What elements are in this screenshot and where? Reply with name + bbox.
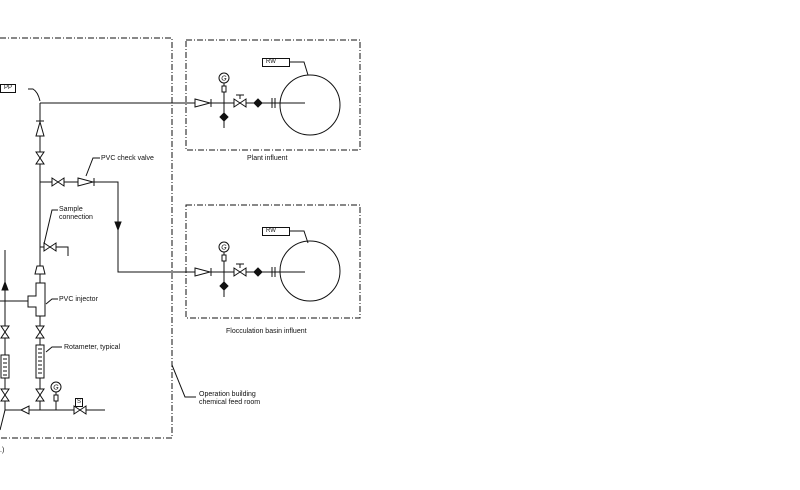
valve-icon bbox=[51, 177, 65, 187]
reducer-icon bbox=[34, 265, 46, 275]
sample-leader bbox=[43, 209, 58, 245]
ball-valve-icon bbox=[253, 267, 263, 277]
operation-building-label-2: chemical feed room bbox=[199, 399, 261, 406]
flange-icon bbox=[271, 267, 276, 277]
valve-icon bbox=[73, 405, 87, 415]
flow-arrow-icon bbox=[1, 280, 9, 291]
plant-influent-label: Plant influent bbox=[247, 155, 288, 162]
rotameter-leader bbox=[45, 346, 62, 353]
check-valve-icon bbox=[194, 98, 212, 108]
rotameter-label: Rotameter, typical bbox=[64, 344, 121, 351]
gauge-valve-icon bbox=[53, 394, 59, 402]
pvc-injector-label: PVC injector bbox=[59, 296, 98, 303]
rw-tag-plant: RW bbox=[262, 58, 290, 67]
gauge-valve-icon bbox=[221, 85, 227, 93]
room-leader bbox=[171, 364, 196, 398]
gauge-icon bbox=[218, 241, 230, 253]
valve-icon bbox=[35, 151, 45, 165]
gauge-icon bbox=[218, 72, 230, 84]
reducer-icon bbox=[19, 405, 30, 415]
sample-connection-label-2: connection bbox=[59, 214, 93, 221]
injector-leader bbox=[45, 298, 58, 305]
operation-building-label-1: Operation building bbox=[199, 391, 256, 398]
gauge-icon bbox=[50, 381, 62, 393]
gauge-label: G bbox=[53, 385, 59, 392]
pp-leader bbox=[28, 88, 41, 102]
valve-icon bbox=[0, 388, 10, 402]
valve-icon bbox=[233, 267, 247, 277]
flow-arrow-icon bbox=[114, 221, 122, 232]
left-stub bbox=[0, 409, 6, 431]
caption-fragment: .) bbox=[0, 447, 5, 454]
gauge-label: G bbox=[221, 245, 227, 252]
gauge-valve-icon bbox=[221, 254, 227, 262]
plant-influent-tank bbox=[279, 74, 341, 136]
check-valve-icon bbox=[194, 267, 212, 277]
pvc-injector-icon bbox=[27, 282, 46, 317]
rw-tag-flocc: RW bbox=[262, 227, 290, 236]
chemical-feed-room-boundary bbox=[0, 37, 173, 439]
valve-icon bbox=[35, 325, 45, 339]
valve-handle-icon bbox=[236, 263, 244, 268]
valve-icon bbox=[233, 98, 247, 108]
ball-valve-icon bbox=[219, 112, 229, 122]
solenoid-tag: S bbox=[75, 398, 84, 407]
flange-icon bbox=[271, 98, 276, 108]
sample-connection-label-1: Sample bbox=[59, 206, 83, 213]
gauge-label: G bbox=[221, 76, 227, 83]
valve-icon bbox=[0, 325, 10, 339]
check-valve-icon bbox=[77, 177, 95, 187]
ball-valve-icon bbox=[219, 281, 229, 291]
flocculation-influent-label: Flocculation basin influent bbox=[226, 328, 307, 335]
valve-icon bbox=[35, 388, 45, 402]
check-valve-leader bbox=[85, 157, 100, 177]
rw-leader-flocc bbox=[290, 230, 309, 244]
flocculation-tank bbox=[279, 240, 341, 302]
flocculation-influent-boundary bbox=[185, 204, 361, 319]
plant-influent-boundary bbox=[185, 39, 361, 151]
rw-leader-plant bbox=[290, 61, 309, 76]
valve-icon bbox=[43, 242, 57, 252]
ball-valve-icon bbox=[253, 98, 263, 108]
pvc-check-valve-label: PVC check valve bbox=[101, 155, 154, 162]
valve-handle-icon bbox=[236, 94, 244, 99]
pp-tag: PP bbox=[0, 84, 17, 93]
check-valve-icon bbox=[35, 120, 45, 137]
